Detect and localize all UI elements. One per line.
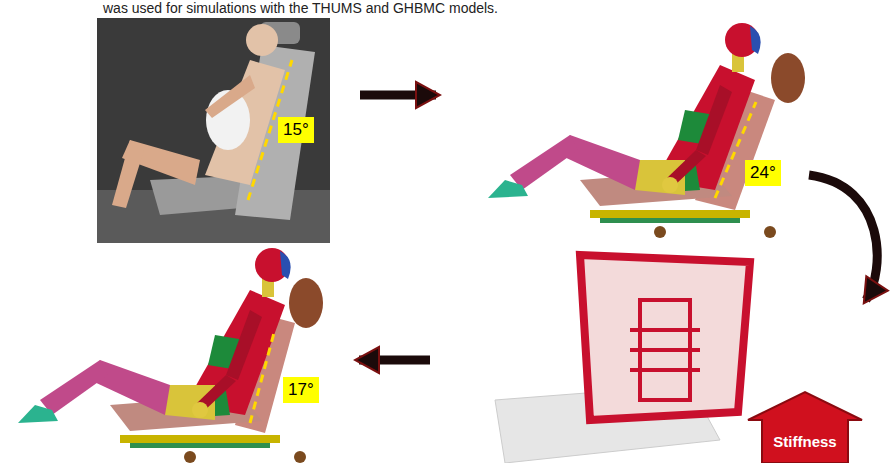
stiffness-arrow-label: Stiffness (762, 420, 848, 463)
simulation-panel: 17° (0, 245, 355, 463)
flow-arrow (359, 356, 430, 365)
flow-arrow (360, 91, 436, 100)
test-photo-panel: 15° (97, 18, 330, 243)
angle-label: 15° (278, 117, 314, 143)
flow-arrow (809, 175, 877, 300)
simulation-panel: 24° (440, 20, 805, 245)
caption-fragment: was used for simulations with the THUMS … (100, 0, 501, 16)
angle-label: 24° (745, 160, 781, 186)
angle-label: 17° (283, 377, 319, 403)
seat-frame-panel: Stiffness (460, 250, 862, 463)
